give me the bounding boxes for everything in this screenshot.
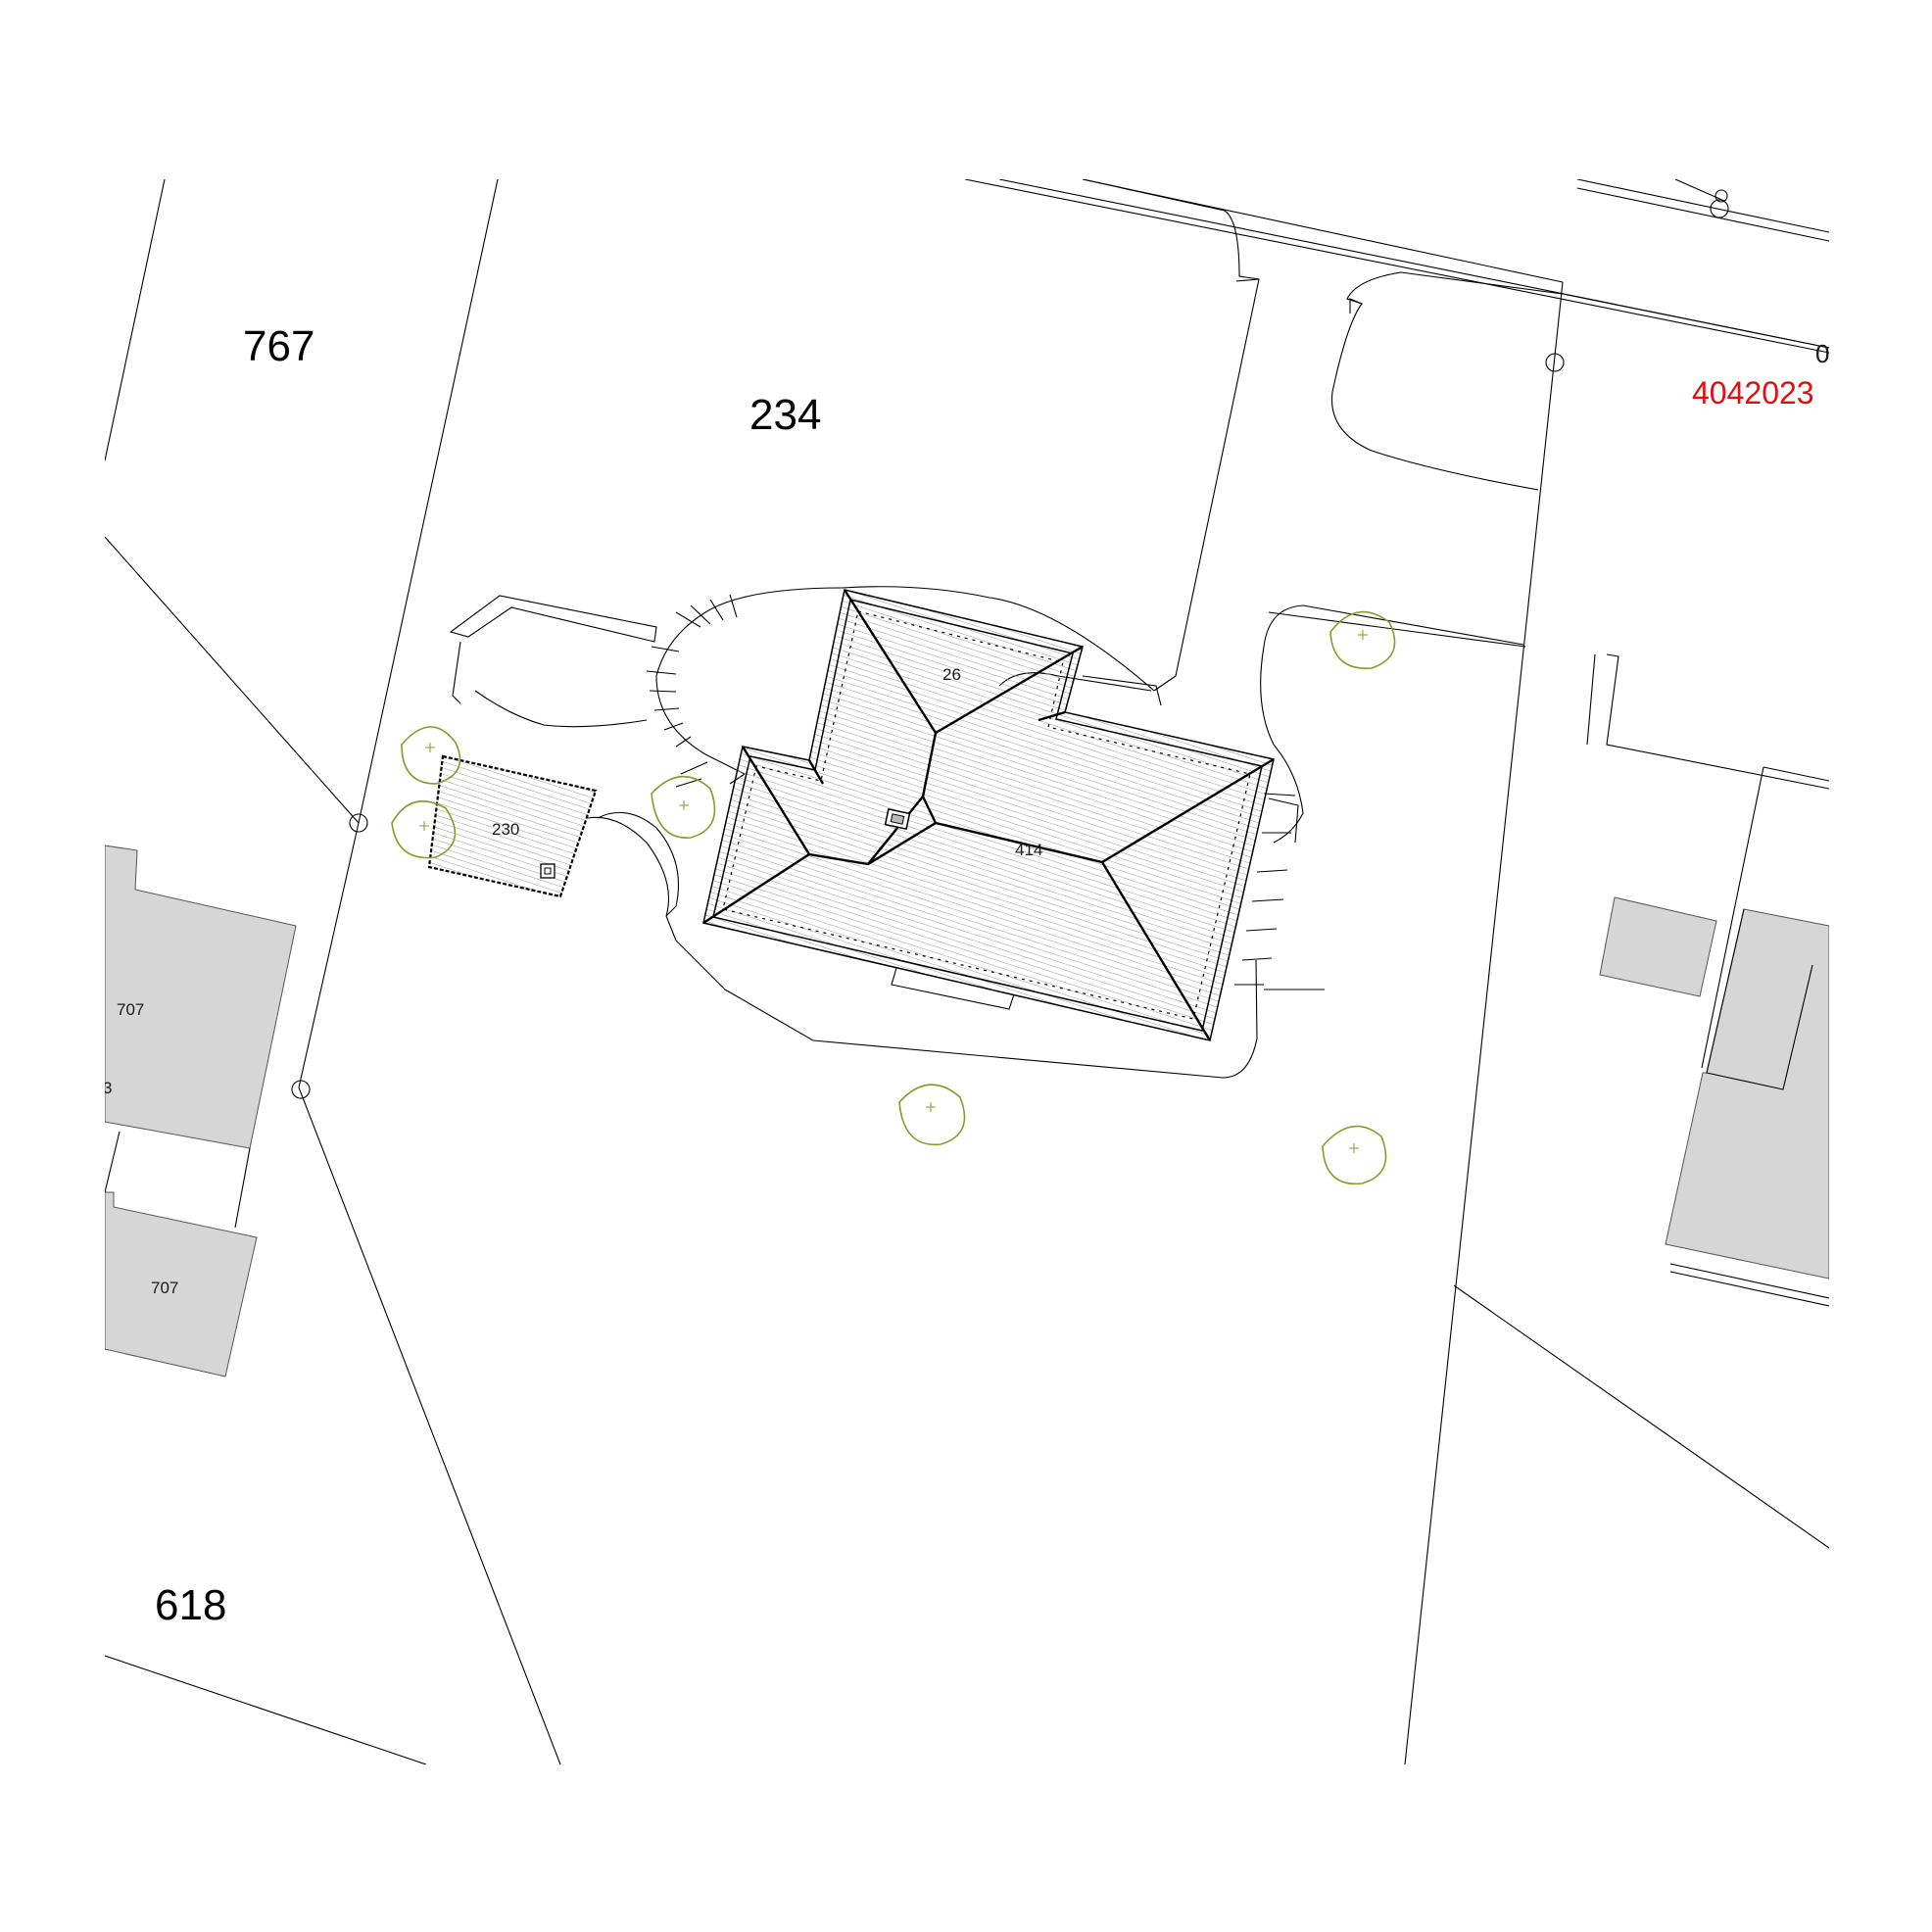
tree-icon xyxy=(391,799,457,859)
street-lines xyxy=(964,179,1829,354)
roof-ridges xyxy=(702,589,1275,1041)
boundary-marker xyxy=(1710,199,1729,218)
neighbor-building xyxy=(105,845,297,1149)
building-label-26: 26 xyxy=(942,665,961,684)
edge-label-zero: 0 xyxy=(1815,339,1829,368)
building-label-707-bottom: 707 xyxy=(151,1279,178,1297)
chimney-icon xyxy=(540,863,555,879)
trees xyxy=(391,610,1396,1185)
tree-icon xyxy=(1329,610,1396,669)
neighbor-building xyxy=(1599,896,1717,997)
parcel-label-767: 767 xyxy=(243,322,314,370)
main-house xyxy=(702,589,1275,1041)
parcel-label-234: 234 xyxy=(749,391,821,439)
tree-icon xyxy=(1322,1125,1387,1185)
map-labels: 767 234 618 26 414 230 707 707 3 0 40420… xyxy=(103,322,1829,1629)
boundary-marker xyxy=(349,813,368,833)
tree-icon xyxy=(898,1084,966,1146)
neighbor-building xyxy=(105,1191,258,1377)
shed xyxy=(427,754,598,898)
parcel-boundaries xyxy=(105,179,1829,1764)
building-label-707-top: 707 xyxy=(117,1000,144,1019)
tree-icon xyxy=(401,726,461,785)
boundary-markers xyxy=(291,189,1729,1099)
neighbor-buildings xyxy=(105,653,1829,1377)
tree-icon xyxy=(651,775,716,839)
parcel-code-label: 4042023 xyxy=(1692,375,1814,411)
boundary-marker xyxy=(1545,353,1565,372)
parcel-label-618: 618 xyxy=(155,1581,226,1629)
building-label-partial: 3 xyxy=(103,1079,112,1097)
building-label-414: 414 xyxy=(1015,841,1042,859)
building-label-230: 230 xyxy=(492,820,519,839)
boundary-marker xyxy=(291,1080,311,1099)
boundary-marker xyxy=(1715,189,1728,203)
